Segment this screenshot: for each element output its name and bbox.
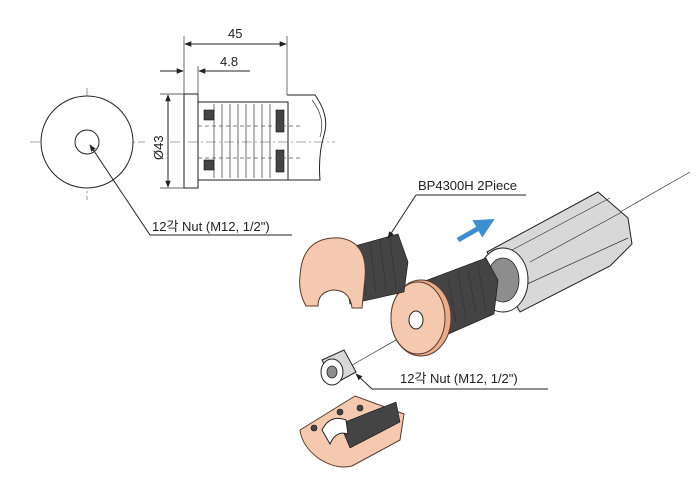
exploded-view: BP4300H 2Piece 12각 Nut (M12, 1/2") — [299, 171, 691, 468]
plug-part-assembled — [390, 257, 499, 357]
part-callout: BP4300H 2Piece — [418, 178, 517, 193]
plug-part-lower-half — [299, 395, 405, 468]
tube — [477, 191, 633, 313]
plug-part-upper-half — [299, 233, 409, 309]
dim-diameter: Ø43 — [151, 135, 166, 160]
insert-direction-arrow — [456, 219, 495, 243]
end-view: 12각 Nut (M12, 1/2") — [30, 88, 292, 236]
exploded-nut-callout: 12각 Nut (M12, 1/2") — [400, 371, 518, 386]
end-view-nut-callout: 12각 Nut (M12, 1/2") — [152, 219, 270, 234]
dim-overall-length: 45 — [228, 26, 242, 41]
dim-flange-thickness: 4.8 — [220, 54, 238, 69]
end-view-nut-hole — [74, 129, 100, 155]
side-view: 45 4.8 Ø43 — [151, 26, 335, 189]
hex-nut — [320, 349, 357, 386]
